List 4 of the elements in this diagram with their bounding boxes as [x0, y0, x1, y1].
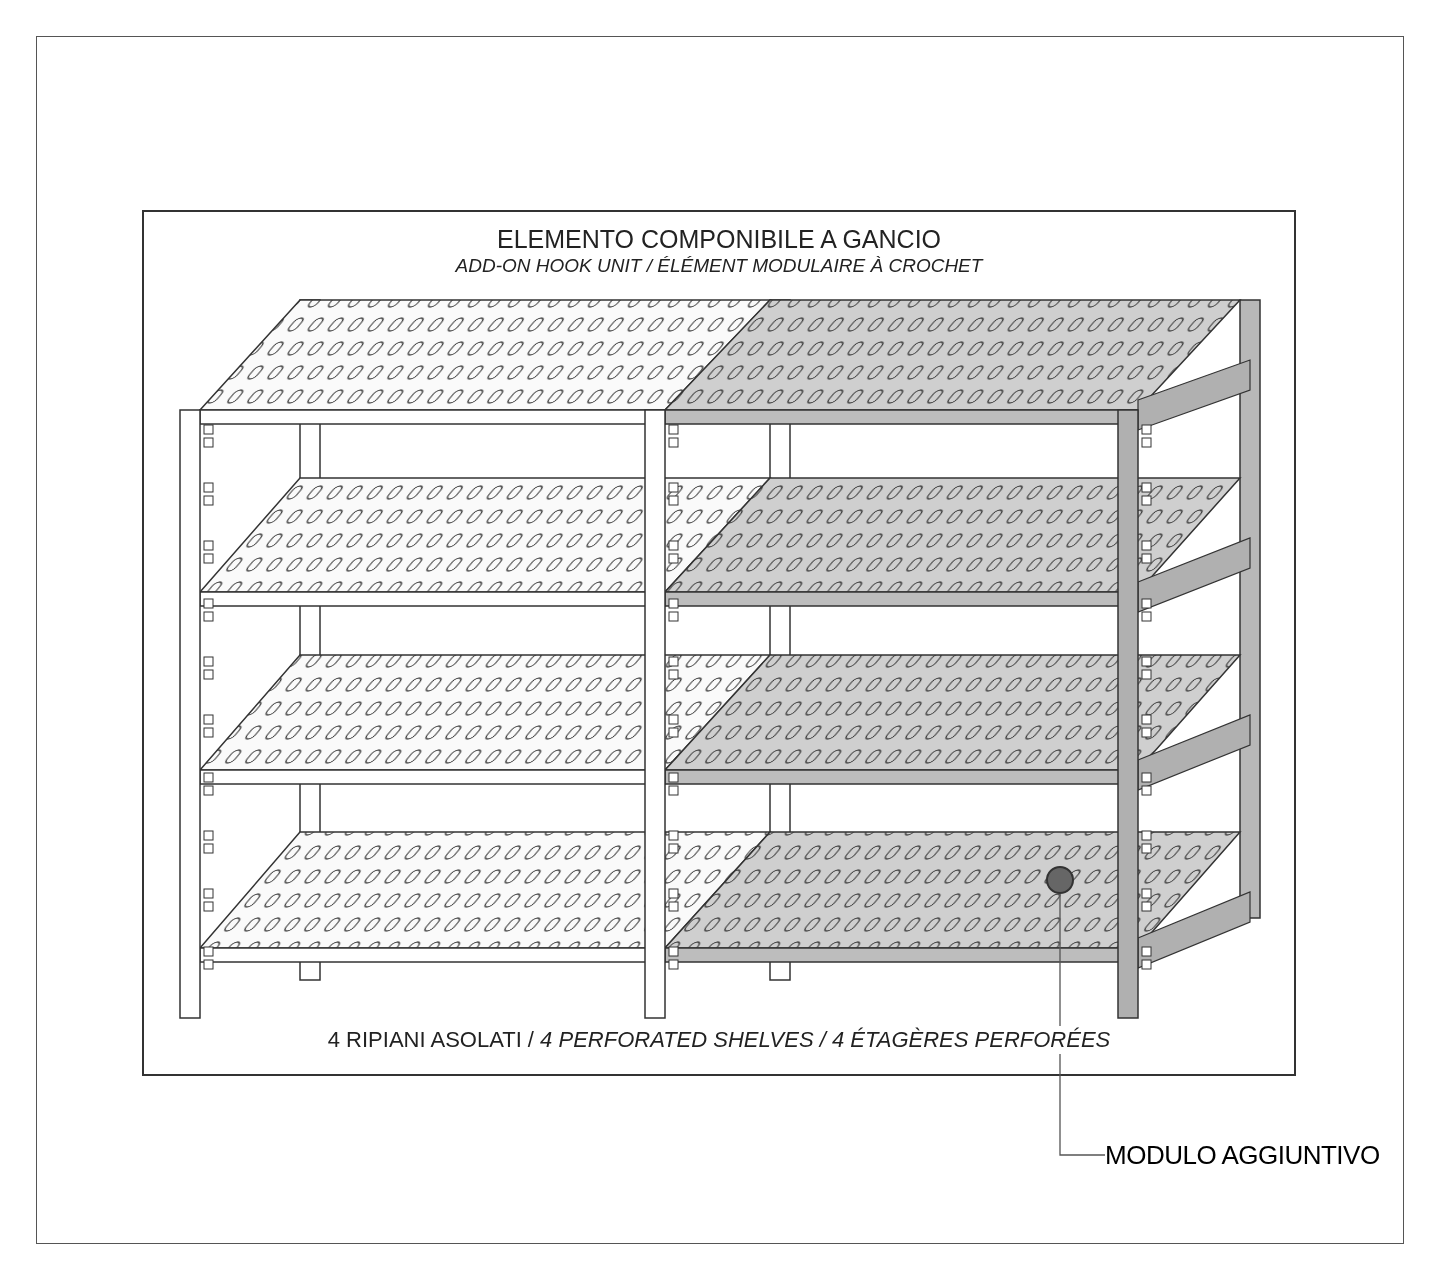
subtitle: ADD-ON HOOK UNIT / ÉLÉMENT MODULAIRE À CROCHET — [455, 254, 983, 278]
title: ELEMENTO COMPONIBILE A GANCIO — [496, 224, 942, 254]
leader-line — [1059, 893, 1106, 1156]
callout-label: MODULO AGGIUNTIVO — [1105, 1140, 1380, 1170]
